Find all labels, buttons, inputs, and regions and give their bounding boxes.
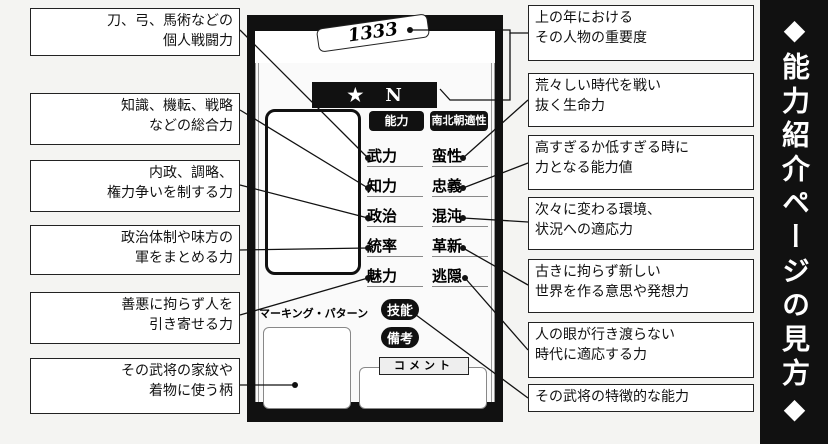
stat-tosotsu: 統率 — [367, 235, 423, 257]
marking-box — [263, 327, 351, 409]
callout-text: 人の眼が行き渡らない — [535, 327, 675, 343]
apt-bansei: 蛮性 — [432, 145, 488, 167]
callout-miryoku: 善悪に拘らず人を引き寄せる力 — [30, 292, 240, 344]
callout-text: 権力争いを制する力 — [107, 185, 233, 201]
callout-seiji: 内政、調略、権力争いを制する力 — [30, 160, 240, 212]
callout-text: 世界を作る意思や発想力 — [535, 284, 689, 300]
callout-text: 善悪に拘らず人を — [121, 297, 233, 313]
callout-text: 時代に適応する力 — [535, 347, 647, 363]
callout-text: 上の年における — [535, 10, 633, 26]
stat-bu: 武力 — [367, 145, 423, 167]
apt-konton: 混沌 — [432, 205, 488, 227]
callout-text: その武将の家紋や — [121, 363, 233, 379]
marking-label: マーキング・パターン — [259, 307, 369, 320]
callout-text: などの総合力 — [149, 118, 233, 134]
callout-text: 高すぎるか低すぎる時に — [535, 140, 689, 156]
callout-bansei: 荒々しい時代を戦い抜く生命力 — [528, 73, 754, 127]
callout-skill: その武将の特徴的な能力 — [528, 384, 754, 412]
callout-kakushin: 古きに拘らず新しい世界を作る意思や発想力 — [528, 259, 754, 313]
skill-label: 技能 — [381, 299, 420, 320]
aptitude-header: 南北朝適性 — [430, 111, 488, 131]
apt-toin: 逃隠 — [432, 265, 488, 287]
character-card: 1333 ★N 能力 南北朝適性 武力 知力 政治 統率 魅力 蛮性 忠義 混沌… — [247, 13, 503, 422]
callout-text: 荒々しい時代を戦い — [535, 78, 661, 94]
side-title: ◆能力紹介ページの見方◆ — [760, 0, 828, 444]
callout-text: 引き寄せる力 — [149, 317, 233, 333]
callout-text: その人物の重要度 — [535, 30, 647, 46]
callout-konton: 次々に変わる環境、状況への適応力 — [528, 197, 754, 250]
callout-text: 刀、弓、馬術などの — [107, 13, 233, 29]
callout-chugi: 高すぎるか低すぎる時に力となる能力値 — [528, 135, 754, 190]
callout-text: 古きに拘らず新しい — [535, 264, 661, 280]
callout-marking: その武将の家紋や着物に使う柄 — [30, 358, 240, 414]
rank-bar: ★N — [312, 82, 437, 108]
callout-text: 政治体制や味方の — [121, 230, 233, 246]
callout-text: 抜く生命力 — [535, 98, 605, 114]
star-icon: ★ — [347, 84, 364, 106]
callout-chiryoku: 知識、機転、戦略などの総合力 — [30, 93, 240, 145]
callout-text: 軍をまとめる力 — [135, 250, 233, 266]
callout-text: 次々に変わる環境、 — [535, 202, 661, 218]
callout-text: その武将の特徴的な能力 — [535, 389, 689, 405]
callout-text: 力となる能力値 — [535, 160, 633, 176]
ability-header: 能力 — [369, 111, 424, 131]
stat-seiji: 政治 — [367, 205, 423, 227]
callout-year: 上の年におけるその人物の重要度 — [528, 5, 754, 61]
callout-text: 着物に使う柄 — [149, 383, 233, 399]
rank-label: N — [385, 84, 402, 106]
callout-toin: 人の眼が行き渡らない時代に適応する力 — [528, 322, 754, 378]
apt-kakushin: 革新 — [432, 235, 488, 257]
callout-text: 知識、機転、戦略 — [121, 98, 233, 114]
callout-text: 個人戦闘力 — [163, 33, 233, 49]
comment-label: コメント — [379, 357, 469, 375]
callout-text: 内政、調略、 — [149, 165, 233, 181]
callout-text: 状況への適応力 — [535, 222, 633, 238]
apt-chugi: 忠義 — [432, 175, 488, 197]
callout-tosotsu: 政治体制や味方の軍をまとめる力 — [30, 225, 240, 275]
stat-chi: 知力 — [367, 175, 423, 197]
stat-miryoku: 魅力 — [367, 265, 423, 287]
callout-buryoku: 刀、弓、馬術などの個人戦闘力 — [30, 8, 240, 56]
notes-label: 備考 — [381, 327, 420, 348]
